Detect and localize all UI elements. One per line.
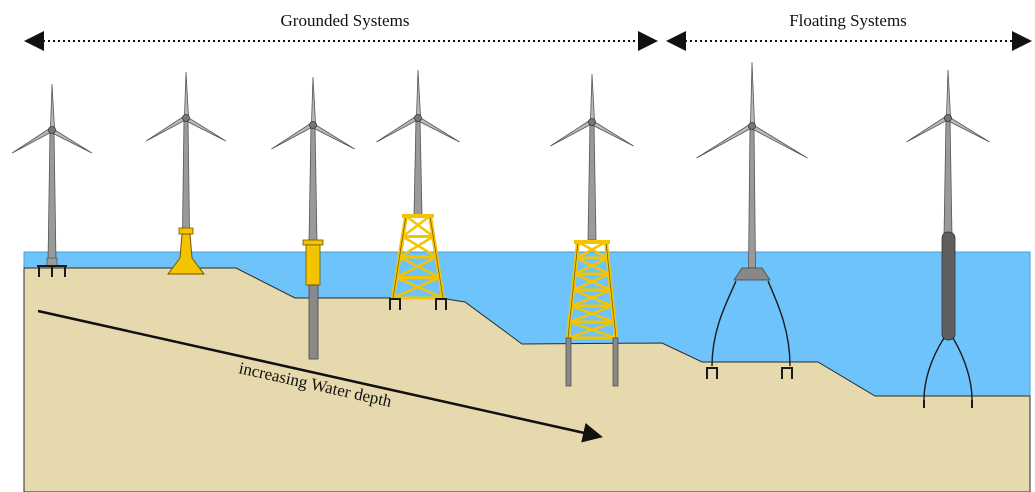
mooring-line (952, 337, 973, 401)
blade (184, 116, 227, 142)
turbine-tension-leg (696, 61, 808, 379)
jacket-cross (566, 320, 616, 340)
tlp-hull (733, 267, 771, 281)
jacket-cross (398, 235, 435, 259)
seabed (23, 267, 1031, 492)
anchor-foot (706, 367, 718, 379)
transition-piece (46, 257, 58, 267)
tendon (767, 280, 791, 367)
jacket-cross (401, 214, 432, 238)
blade (590, 73, 596, 123)
blade (750, 61, 756, 127)
blade (50, 83, 56, 131)
anchor-foot (781, 367, 793, 379)
jacket-cross (573, 256, 609, 276)
tower (308, 124, 318, 243)
jacket-leg-edge (429, 215, 444, 299)
mooring-line (923, 337, 945, 401)
transition-piece (305, 244, 321, 286)
jacket-cross (395, 276, 445, 300)
floating-systems-header: Floating Systems (666, 11, 1032, 51)
turbine-suction-caisson (145, 71, 227, 275)
blade (946, 69, 952, 119)
blade (11, 127, 54, 154)
hub (748, 122, 756, 130)
jacket-cross (570, 288, 613, 308)
tendon (711, 280, 737, 367)
anchor-foot (435, 298, 447, 310)
jacket-cross (401, 235, 438, 259)
turbine-spar-buoy (906, 69, 990, 408)
tower (587, 121, 597, 241)
hub (182, 114, 190, 122)
jacket-cross (391, 276, 441, 300)
hub (309, 121, 317, 129)
jacket-cross (575, 240, 608, 260)
blade (311, 123, 355, 150)
jacket-leg-edge (392, 215, 407, 299)
hub (944, 114, 952, 122)
blade (590, 120, 634, 147)
grounded-systems-label: Grounded Systems (281, 11, 410, 30)
blade (550, 119, 594, 147)
tower (943, 117, 953, 237)
water-depth-arrow (37, 309, 603, 443)
hub (414, 114, 422, 122)
blade (184, 71, 190, 119)
monopile-platform (302, 239, 324, 246)
blade (376, 115, 420, 143)
blade (50, 128, 93, 154)
hub (48, 126, 56, 134)
tower (182, 117, 190, 233)
blade (416, 116, 460, 143)
jacket-cross (571, 272, 611, 292)
anchor-foot (389, 298, 401, 310)
hub (588, 118, 596, 126)
blade (946, 116, 990, 143)
turbine-jacket-deep (550, 73, 634, 387)
jacket-cross (398, 255, 441, 279)
tower (47, 129, 57, 263)
caisson-base (167, 233, 205, 275)
transition-piece (178, 227, 194, 235)
monopile (308, 284, 319, 360)
spar-hull (941, 231, 956, 341)
floating-systems-label: Floating Systems (789, 11, 907, 30)
turbine-gravity-base (11, 83, 93, 277)
jacket-cross (404, 214, 435, 238)
blade (750, 124, 808, 159)
jacket-leg-edge (567, 241, 579, 339)
blade (271, 122, 315, 150)
blade (416, 69, 422, 119)
grounded-systems-header: Grounded Systems (24, 11, 658, 51)
turbine-monopile (271, 76, 355, 360)
tower (748, 125, 756, 269)
jacket-pile (612, 337, 619, 387)
jacket-leg-edge (605, 241, 617, 339)
blade (311, 76, 317, 126)
jacket-cross (395, 255, 438, 279)
blade (906, 115, 950, 143)
gravity-base (37, 265, 67, 277)
turbine-group (11, 61, 990, 408)
jacket-cross (568, 304, 614, 324)
turbine-jacket-shallow (376, 69, 460, 310)
blade (696, 123, 754, 159)
jacket-pile (565, 337, 572, 387)
blade (145, 115, 188, 142)
tower (413, 117, 423, 216)
